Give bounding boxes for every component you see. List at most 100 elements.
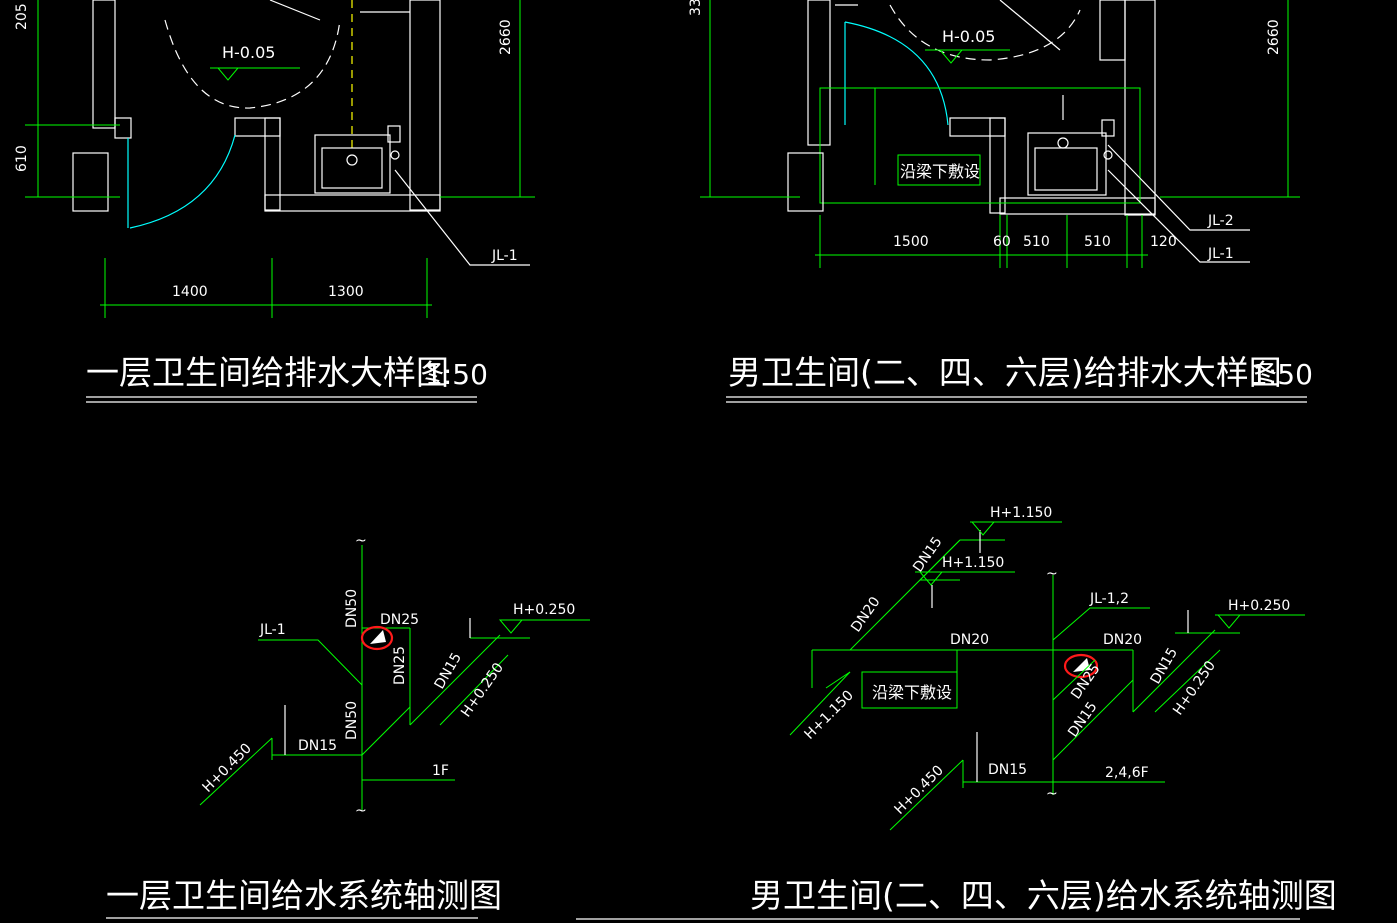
- iso1-h0250-top: H+0.250: [513, 602, 575, 618]
- plan1-riser-label: JL-1: [491, 248, 518, 264]
- plan2-riser-jl2: JL-2: [1207, 213, 1234, 229]
- plan1-title: 一层卫生间给排水大样图: [86, 353, 449, 392]
- plan2-riser-jl1: JL-1: [1207, 246, 1234, 262]
- iso2-break-top: ~: [1046, 566, 1058, 582]
- iso2-dn15-top: DN15: [910, 534, 946, 575]
- iso1-dn15-left: DN15: [298, 738, 337, 754]
- iso2-dn15-bot: DN15: [988, 762, 1027, 778]
- plan1-basin: [314, 134, 391, 194]
- iso2-drawing: ~ ~ JL-1,2 DN20 DN20 DN20 DN15 H+1.150 H…: [576, 505, 1337, 920]
- plan1-dim-2660: 2660: [498, 19, 514, 55]
- plan1-valve-symbol: [387, 125, 401, 143]
- iso2-title: 男卫生间(二、四、六层)给水系统轴测图: [750, 876, 1337, 915]
- plan2-beam-outline: [819, 87, 1141, 204]
- iso2-h0250-marker: [1216, 614, 1242, 629]
- iso1-diag-lower: [439, 654, 509, 726]
- iso2-valve-highlight[interactable]: [1063, 653, 1099, 679]
- iso1-valve-highlight[interactable]: [360, 625, 394, 651]
- plan2-elev-label: H-0.05: [942, 27, 995, 46]
- plan1-riser-leader: [394, 169, 530, 266]
- iso2-diag-upper: [919, 539, 961, 581]
- iso2-dn15-right: DN15: [1148, 645, 1181, 687]
- iso2-h1150-top-marker: [970, 521, 996, 536]
- iso1-diag-branch: [409, 694, 441, 726]
- iso2-dn15-mid: DN15: [1065, 699, 1101, 740]
- iso2-h1150-mid: H+1.150: [942, 555, 1004, 571]
- plan2-dim-2660: 2660: [1266, 19, 1282, 55]
- plan1-drawing: H-0.05 205 610 2660 1400 1300 JL-1 一层卫生间…: [14, 0, 535, 403]
- iso2-riser-label: JL-1,2: [1089, 591, 1129, 607]
- plan1-scale: 1:50: [425, 358, 488, 391]
- plan1-basin-inner: [321, 147, 383, 189]
- plan1-elev-marker: [216, 67, 240, 81]
- iso1-title: 一层卫生间给水系统轴测图: [106, 876, 502, 915]
- iso2-diag-dn25: [1052, 659, 1096, 701]
- plan1-dim-205: 205: [14, 3, 30, 30]
- plan2-wall-stub: [949, 117, 1006, 137]
- plan2-elev-marker: [938, 49, 964, 64]
- iso2-note: 沿梁下敷设: [872, 683, 952, 702]
- iso1-break-bot: ~: [355, 803, 367, 819]
- plan2-basin-drain: [1057, 137, 1069, 149]
- iso1-riser-label: JL-1: [259, 622, 286, 638]
- plan2-note-box: [897, 154, 981, 186]
- iso1-dn50-bot: DN50: [344, 701, 360, 740]
- iso1-h0250-marker: [498, 619, 524, 634]
- plan2-slope-arrow: [999, 0, 1061, 51]
- iso1-dn50-top: DN50: [344, 589, 360, 628]
- iso2-riser-leader: [1052, 607, 1150, 641]
- plan1-wall-right: [409, 0, 441, 211]
- plan1-wall-bottom: [264, 194, 441, 212]
- iso2-diag-right-lower: [1154, 649, 1221, 713]
- plan2-scale: 1:50: [1250, 358, 1313, 391]
- plan1-wall-pier: [264, 117, 281, 211]
- plan2-slope-area: [889, 4, 1081, 61]
- iso2-note-box: [861, 671, 958, 709]
- iso1-floor: 1F: [432, 763, 449, 779]
- plan1-basin-drain: [346, 154, 358, 166]
- plan2-title: 男卫生间(二、四、六层)给排水大样图: [728, 353, 1282, 392]
- plan2-riser-symbol: [1103, 150, 1113, 160]
- plan2-wall-pier: [989, 117, 1006, 214]
- iso2-dn25: DN25: [1068, 661, 1104, 702]
- plan1-dim-610: 610: [14, 145, 30, 172]
- iso2-diag-dn15: [1052, 679, 1134, 761]
- plan2-dim-60: 60: [993, 234, 1011, 250]
- plan1-riser-symbol: [390, 150, 400, 160]
- iso2-diag-left: [789, 671, 851, 736]
- iso1-h0450: H+0.450: [200, 740, 255, 795]
- plan2-wall-right: [1124, 0, 1156, 216]
- plan2-dim-120: 120: [1150, 234, 1177, 250]
- plan2-box: [787, 152, 824, 212]
- iso1-dn25-h: DN25: [380, 612, 419, 628]
- plan1-dim-1300: 1300: [328, 284, 364, 300]
- plan1-door-jamb: [114, 117, 132, 139]
- plan1-box: [72, 152, 109, 212]
- iso1-diag-main: [361, 706, 411, 756]
- iso1-drawing: ~ ~ JL-1 DN50 DN25 DN25 DN15 H+0.250 H+0…: [106, 533, 590, 919]
- plan2-drawing: 沿梁下敷设 H-0.05 33 2660 1500 60 510 510 120: [688, 0, 1313, 403]
- iso2-diag-left-stub: [825, 671, 851, 689]
- plan2-dim-1500: 1500: [893, 234, 929, 250]
- plan1-door-swing: [129, 134, 236, 229]
- plan2-basin: [1027, 132, 1107, 196]
- iso2-h1150-left: H+1.150: [802, 687, 857, 742]
- plan2-note: 沿梁下敷设: [900, 162, 980, 181]
- iso1-dn25-v: DN25: [392, 646, 408, 685]
- plan2-dim-510b: 510: [1084, 234, 1111, 250]
- plan2-basin-inner: [1034, 147, 1098, 191]
- iso2-dn20-diag: DN20: [848, 594, 884, 635]
- iso2-dn20-right: DN20: [1103, 632, 1142, 648]
- plan1-dim-1400: 1400: [172, 284, 208, 300]
- iso1-break-top: ~: [355, 533, 367, 549]
- iso2-floors: 2,4,6F: [1105, 765, 1149, 781]
- iso2-diag-right: [1132, 629, 1216, 713]
- plan2-riser-leader-1: [1107, 144, 1250, 231]
- plan1-elev-label: H-0.05: [222, 43, 275, 62]
- plan1-slope-arrow: [269, 0, 321, 21]
- plan2-dim-33: 33: [688, 0, 704, 16]
- plan1-wall-left: [92, 0, 116, 129]
- plan2-wall-bottom: [999, 197, 1156, 215]
- plan2-riser-leader-2: [1107, 169, 1250, 263]
